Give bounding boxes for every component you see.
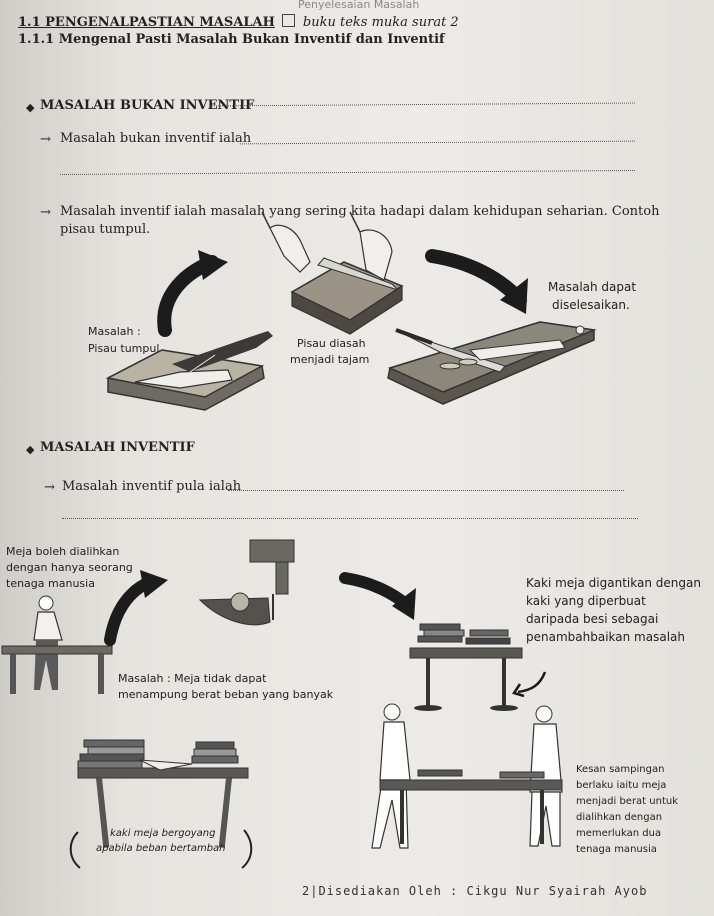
caption-metal-legs-3: daripada besi sebagai: [526, 612, 659, 626]
caption-knife-sharpen-2: menjadi tajam: [290, 353, 370, 366]
non-inventive-prompt: Masalah bukan inventif ialah: [60, 131, 252, 146]
section-title: 1.1 PENGENALPASTIAN MASALAH buku teks mu…: [18, 14, 459, 30]
section-subtitle: 1.1.1 Mengenal Pasti Masalah Bukan Inven…: [18, 32, 445, 47]
caption-metal-legs-2: kaki yang diperbuat: [526, 594, 646, 608]
inventive-prompt: Masalah inventif pula ialah: [62, 479, 242, 494]
sharpening-stone: [261, 211, 404, 335]
caption-knife-problem-2: Pisau tumpul: [88, 342, 160, 355]
caption-wobble-2: apabila beban bertambah: [96, 843, 226, 854]
caption-table-problem-2: menampung berat beban yang banyak: [118, 688, 334, 701]
tools-drill-saw: [198, 539, 295, 626]
book-icon: [282, 14, 296, 27]
caption-side-effect-5: memerlukan dua: [576, 828, 662, 839]
diamond-bullet-icon: ◆: [26, 101, 35, 114]
arrow-right-icon: →: [44, 480, 55, 495]
metal-table-with-books: [409, 623, 523, 711]
caption-table-move: Meja boleh dialihkan: [6, 545, 120, 558]
caption-knife-sharpen: Pisau diasah: [297, 337, 366, 350]
footer-credit: 2|Disediakan Oleh : Cikgu Nur Syairah Ay…: [302, 884, 648, 898]
caption-side-effect-3: menjadi berat untuk: [576, 796, 679, 807]
caption-wobble: kaki meja bergoyang: [110, 828, 216, 839]
fill-line: [228, 490, 624, 491]
inventive-heading: MASALAH INVENTIF: [40, 440, 195, 455]
cutting-board-left: [105, 331, 273, 411]
caption-side-effect-4: dialihkan dengan: [576, 812, 663, 823]
caption-knife-solved: Masalah dapat: [548, 280, 637, 294]
arrow-right-icon: →: [40, 205, 51, 220]
caption-knife-solved-2: diselesaikan.: [552, 298, 630, 312]
book-reference: buku teks muka surat 2: [302, 15, 459, 30]
caption-metal-legs: Kaki meja digantikan dengan: [526, 576, 701, 590]
caption-side-effect-6: tenaga manusia: [576, 844, 657, 855]
fill-line: [62, 518, 638, 519]
two-people-carrying-table: [371, 703, 563, 849]
caption-table-problem: Masalah : Meja tidak dapat: [118, 672, 267, 685]
caption-table-move-2: dengan hanya seorang: [6, 561, 133, 574]
non-inventive-description-2: pisau tumpul.: [60, 222, 151, 237]
non-inventive-heading: MASALAH BUKAN INVENTIF: [40, 98, 255, 113]
caption-metal-legs-4: penambahbaikan masalah: [526, 630, 685, 644]
caption-table-move-3: tenaga manusia: [6, 577, 95, 590]
caption-knife-problem: Masalah :: [88, 325, 141, 338]
caption-side-effect: Kesan sampingan: [576, 764, 665, 775]
arrow-right-icon: →: [40, 132, 51, 147]
wobbly-table: [69, 739, 253, 869]
person-lifting-table: [1, 595, 113, 694]
diamond-bullet-icon: ◆: [26, 443, 35, 456]
caption-side-effect-2: berlaku iaitu meja: [576, 780, 667, 791]
faded-header: Penyelesaian Masalah: [298, 0, 420, 11]
non-inventive-description: Masalah inventif ialah masalah yang seri…: [60, 204, 660, 219]
section-number-title: 1.1 PENGENALPASTIAN MASALAH: [18, 15, 275, 30]
cutting-board-right: [387, 321, 597, 405]
